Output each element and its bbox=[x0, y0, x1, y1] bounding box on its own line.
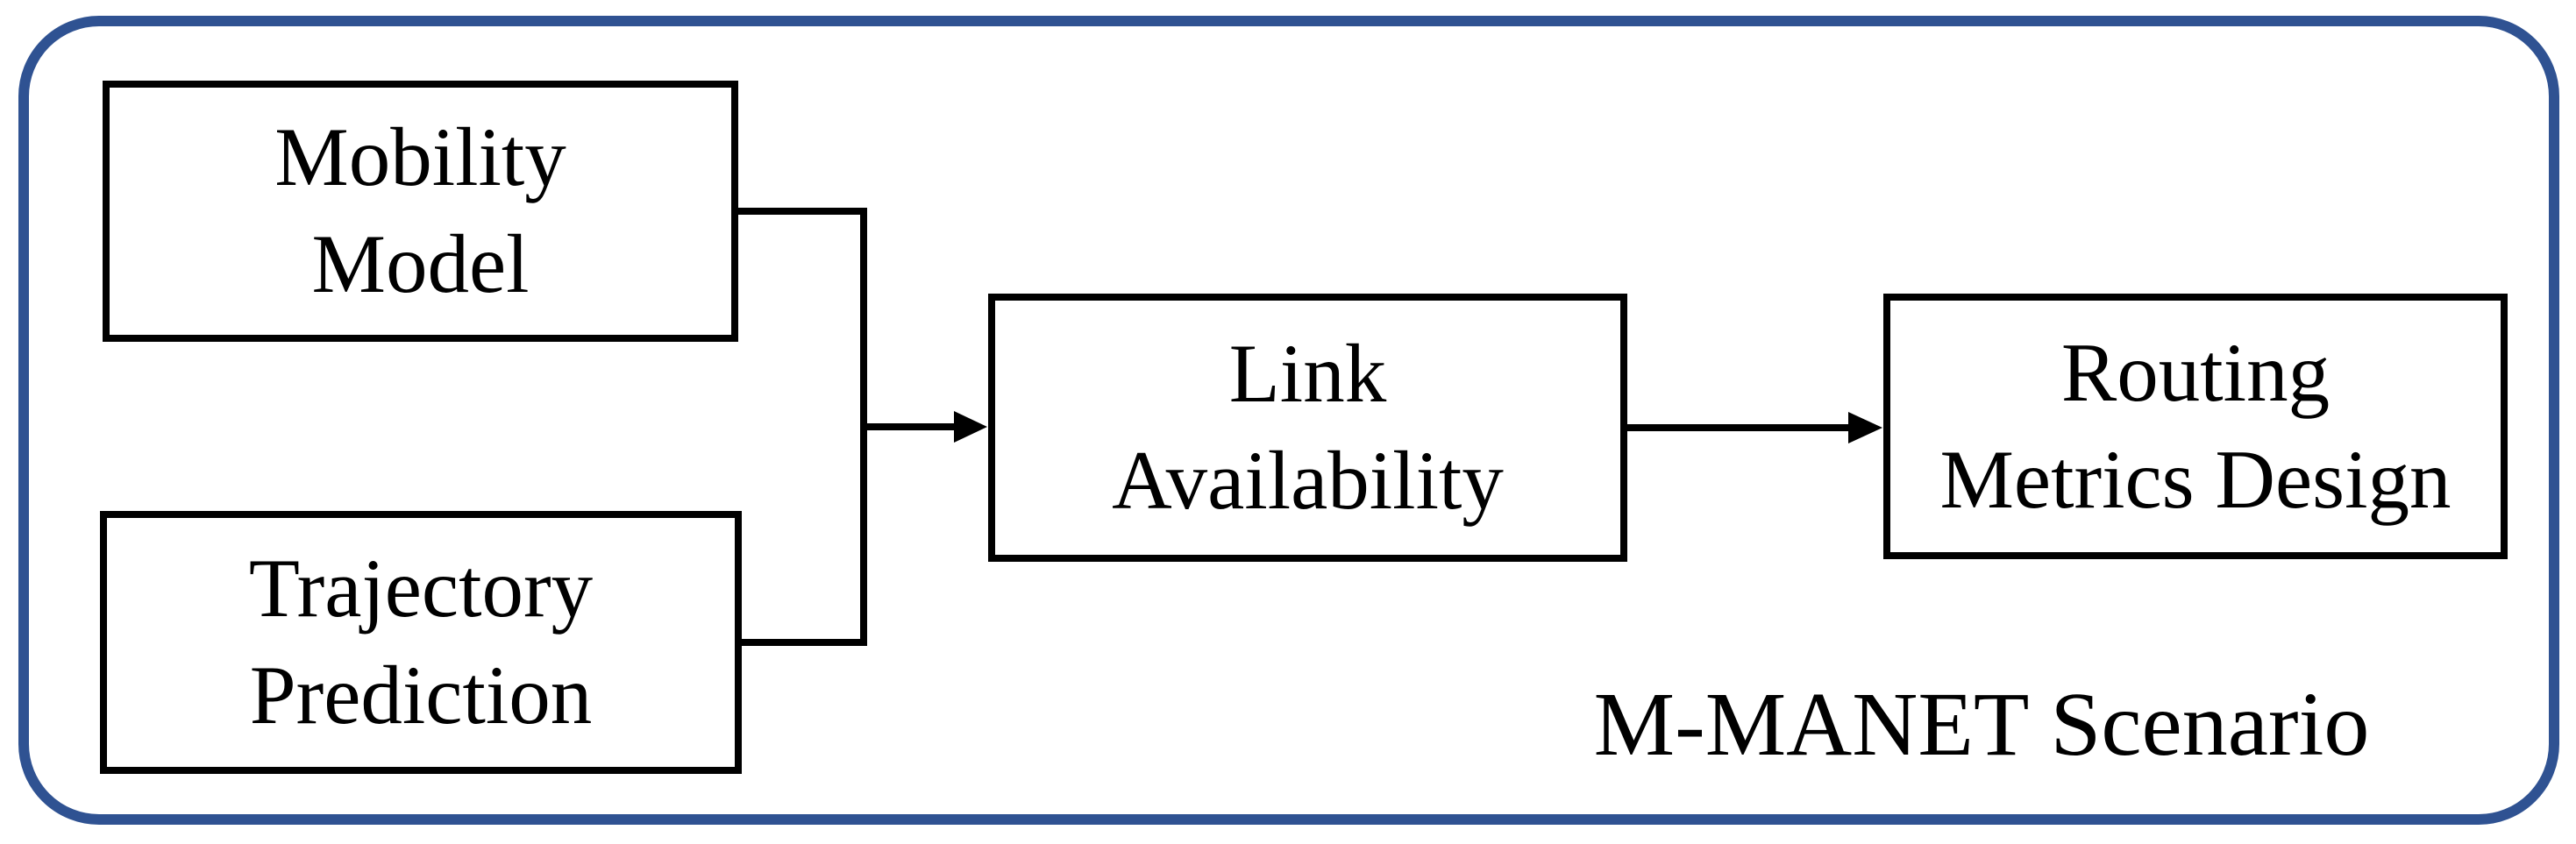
arrowhead-into-routing-metrics bbox=[1848, 412, 1882, 443]
routing-metrics-design-box: Routing Metrics Design bbox=[1883, 294, 2508, 559]
trajectory-prediction-label-line2: Prediction bbox=[249, 649, 593, 741]
trajectory-prediction-box: Trajectory Prediction bbox=[100, 511, 742, 774]
routing-metrics-design-label-line2: Metrics Design bbox=[1939, 432, 2451, 526]
link-availability-label-line2: Availability bbox=[1112, 434, 1504, 527]
trajectory-prediction-label-line1: Trajectory bbox=[248, 542, 594, 635]
scenario-label: M-MANET Scenario bbox=[1593, 674, 2370, 775]
mobility-model-label-line2: Model bbox=[311, 217, 530, 310]
link-availability-label-line1: Link bbox=[1228, 327, 1387, 421]
routing-metrics-design-label-line1: Routing bbox=[2060, 325, 2330, 419]
mobility-model-box: Mobility Model bbox=[103, 81, 738, 342]
link-availability-box: Link Availability bbox=[988, 294, 1627, 562]
mobility-model-label-line1: Mobility bbox=[274, 110, 566, 204]
scenario-frame bbox=[18, 16, 2559, 825]
arrowhead-into-link-availability bbox=[954, 411, 987, 443]
